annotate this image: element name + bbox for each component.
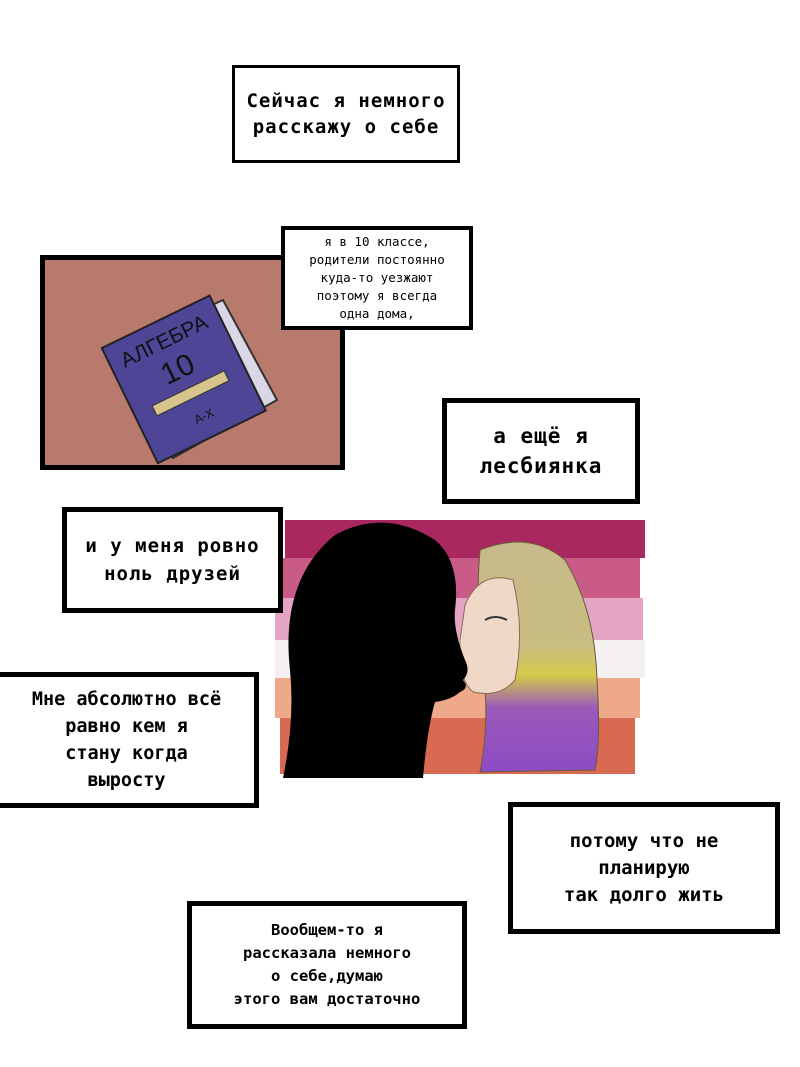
caption-lesbian: а ещё я лесбиянка xyxy=(442,398,640,504)
silhouette-figure xyxy=(283,522,468,778)
caption-line: этого вам достаточно xyxy=(233,990,421,1008)
caption-line: куда-то уезжают xyxy=(320,270,434,285)
caption-line: равно кем я xyxy=(65,716,188,737)
caption-line: планирую xyxy=(598,856,690,879)
kiss-illustration xyxy=(275,520,645,778)
caption-line: так долго жить xyxy=(563,883,725,906)
caption-line: родители постоянно xyxy=(309,252,445,267)
ruler-icon xyxy=(151,370,230,417)
caption-line: стану когда xyxy=(65,743,188,764)
caption-line: одна дома, xyxy=(339,306,415,321)
caption-line: о себе,думаю xyxy=(271,967,383,985)
caption-ending: Вообщем-то я рассказала немного о себе,д… xyxy=(187,901,467,1029)
caption-line: выросту xyxy=(87,770,166,791)
caption-line: я в 10 классе, xyxy=(324,234,430,249)
caption-class: я в 10 классе, родители постоянно куда-т… xyxy=(281,226,473,330)
caption-line: Сейчас я немного xyxy=(246,90,446,112)
caption-intro: Сейчас я немного расскажу о себе xyxy=(232,65,460,163)
caption-line: расскажу о себе xyxy=(252,116,440,138)
girl-eye xyxy=(484,616,508,621)
caption-line: и у меня ровно xyxy=(85,535,260,557)
algebra-book-illustration: АЛГЕБРА 10 А-Х xyxy=(100,294,279,465)
caption-line: а ещё я xyxy=(493,424,589,448)
caption-line: Вообщем-то я xyxy=(271,921,383,939)
caption-line: рассказала немного xyxy=(243,944,411,962)
caption-line: ноль друзей xyxy=(104,563,241,585)
caption-live: потому что не планирую так долго жить xyxy=(508,802,780,934)
caption-line: Мне абсолютно всё xyxy=(31,689,222,710)
caption-friends: и у меня ровно ноль друзей xyxy=(62,507,283,613)
caption-future: Мне абсолютно всё равно кем я стану когд… xyxy=(0,672,259,808)
kiss-illustration-panel xyxy=(275,520,645,780)
book-cover xyxy=(100,294,268,465)
caption-line: потому что не xyxy=(569,829,719,852)
caption-line: лесбиянка xyxy=(479,454,603,478)
girl-face xyxy=(459,577,521,694)
caption-line: поэтому я всегда xyxy=(316,288,438,303)
